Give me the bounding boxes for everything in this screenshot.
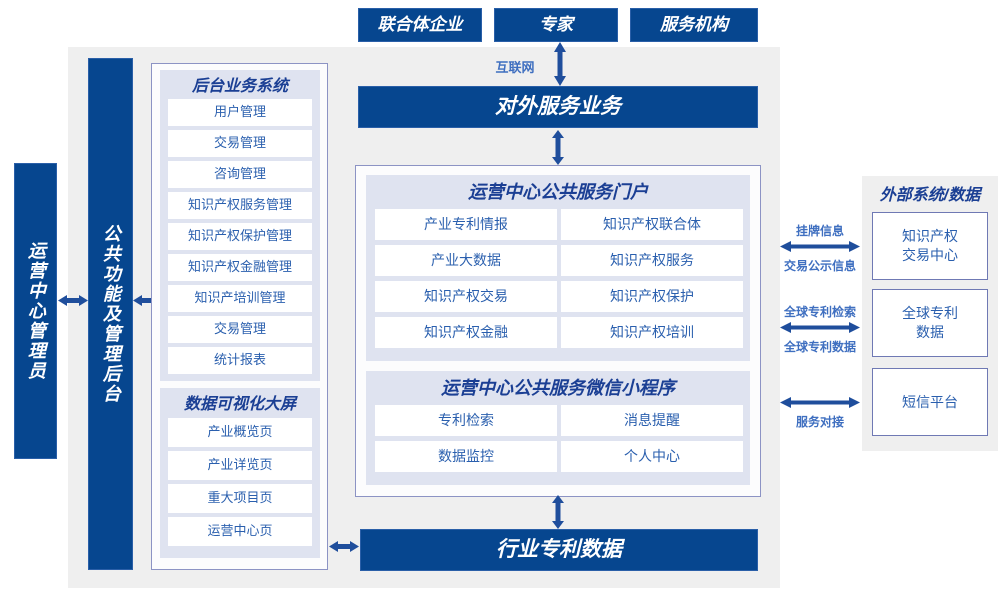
left-bar-operation-admin: 运营中心管理员 [14, 163, 57, 459]
arrow-service-to-portal [552, 130, 564, 165]
arrow-internet-vertical [554, 42, 566, 86]
backend-item-0[interactable]: 用户管理 [168, 99, 312, 126]
miniprogram-item-1[interactable]: 消息提醒 [561, 405, 743, 436]
visualization-item-1[interactable]: 产业详览页 [168, 451, 312, 480]
backend-item-5[interactable]: 知识产权金融管理 [168, 254, 312, 281]
portal-item-5[interactable]: 知识产权保护 [561, 281, 743, 312]
visualization-item-0[interactable]: 产业概览页 [168, 418, 312, 447]
external-box-sms-platform[interactable]: 短信平台 [872, 368, 988, 436]
portal-item-3[interactable]: 知识产权服务 [561, 245, 743, 276]
miniprogram-item-2[interactable]: 数据监控 [375, 441, 557, 472]
data-visualization-group-title: 数据可视化大屏 [183, 396, 296, 413]
backend-item-8[interactable]: 统计报表 [168, 347, 312, 374]
backend-business-group-title: 后台业务系统 [191, 78, 288, 95]
portal-item-6[interactable]: 知识产权金融 [375, 317, 557, 348]
arrow-portal-to-patent-data [552, 495, 564, 529]
backend-item-2[interactable]: 咨询管理 [168, 161, 312, 188]
portal-item-1[interactable]: 知识产权联合体 [561, 209, 743, 240]
arrow-external-conn-0 [780, 241, 860, 252]
external-conn-0-label-above: 挂牌信息 [795, 223, 844, 238]
internet-label: 互联网 [495, 59, 535, 75]
backend-item-4[interactable]: 知识产权保护管理 [168, 223, 312, 250]
industry-patent-data-bar: 行业专利数据 [360, 529, 758, 571]
visualization-item-2[interactable]: 重大项目页 [168, 484, 312, 513]
visualization-item-3[interactable]: 运营中心页 [168, 517, 312, 546]
miniprogram-item-0[interactable]: 专利检索 [375, 405, 557, 436]
left-bar-public-functions: 公共功能及管理后台 [88, 58, 133, 570]
portal-group-title: 运营中心公共服务门户 [468, 182, 648, 202]
external-box-ip-trading-center[interactable]: 知识产权 交易中心 [872, 212, 988, 280]
external-conn-1-label-above: 全球专利检索 [783, 304, 856, 319]
backend-item-7[interactable]: 交易管理 [168, 316, 312, 343]
backend-item-6[interactable]: 知识产培训管理 [168, 285, 312, 312]
left-bar-operation-admin-label: 运营中心管理员 [25, 241, 46, 381]
external-conn-1-label-below: 全球专利数据 [783, 339, 856, 354]
external-conn-2-label-below: 服务对接 [795, 414, 844, 429]
arrow-backend-to-patent-data [329, 541, 359, 552]
backend-item-3[interactable]: 知识产权服务管理 [168, 192, 312, 219]
left-bar-public-functions-label: 公共功能及管理后台 [100, 224, 121, 404]
portal-item-0[interactable]: 产业专利情报 [375, 209, 557, 240]
external-box-global-patent-data[interactable]: 全球专利 数据 [872, 289, 988, 357]
top-actor-box-2: 服务机构 [630, 8, 758, 42]
portal-item-4[interactable]: 知识产权交易 [375, 281, 557, 312]
top-actor-box-0: 联合体企业 [358, 8, 482, 42]
top-actor-box-1: 专家 [494, 8, 618, 42]
portal-item-7[interactable]: 知识产权培训 [561, 317, 743, 348]
arrow-external-conn-2 [780, 397, 860, 408]
portal-item-2[interactable]: 产业大数据 [375, 245, 557, 276]
external-conn-0-label-below: 交易公示信息 [783, 258, 856, 273]
arrow-admin-to-platform [58, 295, 88, 306]
arrow-external-conn-1 [780, 322, 860, 333]
miniprogram-group-title: 运营中心公共服务微信小程序 [441, 378, 675, 398]
external-service-bar: 对外服务业务 [358, 86, 758, 128]
miniprogram-item-3[interactable]: 个人中心 [561, 441, 743, 472]
external-systems-title: 外部系统/数据 [879, 187, 981, 204]
backend-item-1[interactable]: 交易管理 [168, 130, 312, 157]
